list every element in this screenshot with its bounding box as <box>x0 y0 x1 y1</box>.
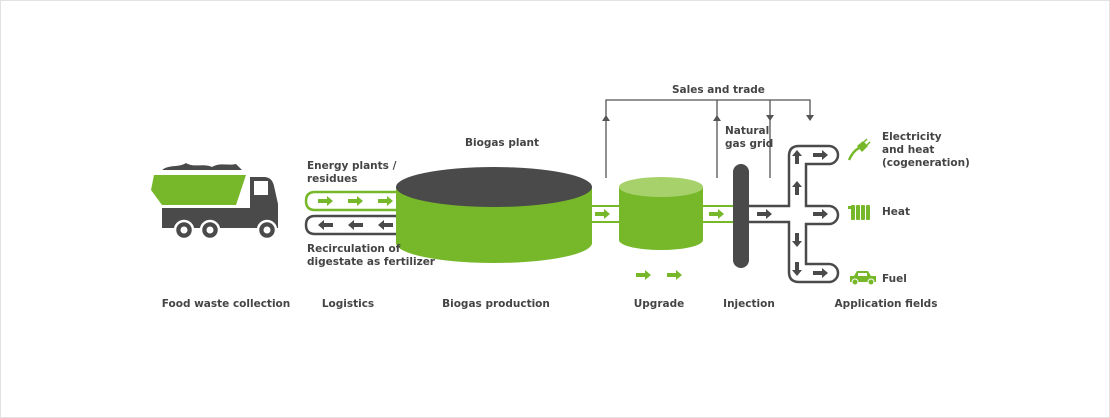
arrow-right-icon <box>757 209 772 219</box>
sales-trade-bracket <box>605 99 811 178</box>
input-pipe <box>304 190 410 212</box>
energy-plants-line-2: residues <box>307 173 358 185</box>
injection-column <box>733 164 749 268</box>
distribution-pipe <box>749 144 840 284</box>
arrow-right-icon <box>595 209 610 219</box>
arrow-up-icon <box>713 115 721 121</box>
arrow-right-icon <box>318 196 333 206</box>
car-icon <box>850 271 876 286</box>
arrow-right-icon <box>667 270 682 280</box>
upgrade-arrows <box>636 270 682 280</box>
arrow-down-icon <box>766 115 774 121</box>
application-label-line: Electricity <box>882 131 942 143</box>
arrow-up-icon <box>792 181 802 195</box>
application-label-line: Heat <box>882 206 911 218</box>
sales-and-trade-label: Sales and trade <box>672 84 765 96</box>
arrow-right-icon <box>709 209 724 219</box>
recirculation-pipe <box>304 214 410 236</box>
natural-gas-line-1: Natural <box>725 125 770 137</box>
arrow-down-icon <box>792 233 802 247</box>
arrow-right-icon <box>813 268 828 278</box>
bracket-arrowheads <box>602 115 814 121</box>
energy-plants-label: Energy plants / residues <box>307 160 396 186</box>
natural-gas-grid-label: Natural gas grid <box>725 125 773 151</box>
stage-label-application-fields: Application fields <box>834 298 938 310</box>
arrow-right-icon <box>636 270 651 280</box>
upgrade-tank <box>619 177 703 250</box>
recirculation-line-2: digestate as fertilizer <box>307 256 435 268</box>
stage-label-logistics: Logistics <box>321 298 375 310</box>
application-label-line: and heat <box>882 144 935 156</box>
stage-label-biogas-production: Biogas production <box>442 298 550 310</box>
arrow-down-icon <box>806 115 814 121</box>
arrow-left-icon <box>348 220 363 230</box>
application-electricity: Electricity and heat (cogeneration) <box>882 131 970 170</box>
energy-plants-line-1: Energy plants / <box>307 160 397 172</box>
arrow-left-icon <box>378 220 393 230</box>
application-heat: Heat <box>882 206 910 219</box>
application-fuel: Fuel <box>882 273 907 286</box>
biogas-plant-label: Biogas plant <box>465 137 540 149</box>
radiator-icon <box>848 205 870 220</box>
biogas-plant-tank <box>396 167 592 263</box>
arrow-right-icon <box>813 150 828 160</box>
recirculation-line-1: Recirculation of <box>307 243 401 255</box>
stage-label-injection: Injection <box>723 298 775 310</box>
recirculation-label: Recirculation of digestate as fertilizer <box>307 243 435 269</box>
arrow-right-icon <box>348 196 363 206</box>
stage-label-food-waste: Food waste collection <box>161 298 291 310</box>
application-label-line: Fuel <box>882 273 907 285</box>
arrow-left-icon <box>318 220 333 230</box>
arrow-right-icon <box>813 209 828 219</box>
arrow-right-icon <box>378 196 393 206</box>
arrow-down-icon <box>792 262 802 276</box>
arrow-up-icon <box>792 150 802 164</box>
stage-label-upgrade: Upgrade <box>633 298 685 310</box>
application-label-line: (cogeneration) <box>882 157 970 169</box>
truck-icon <box>151 163 278 241</box>
gas-pipe-to-injection <box>703 205 736 223</box>
plug-icon <box>847 138 871 161</box>
natural-gas-line-2: gas grid <box>725 138 774 150</box>
arrow-up-icon <box>602 115 610 121</box>
gas-pipe-to-upgrade <box>546 205 624 223</box>
